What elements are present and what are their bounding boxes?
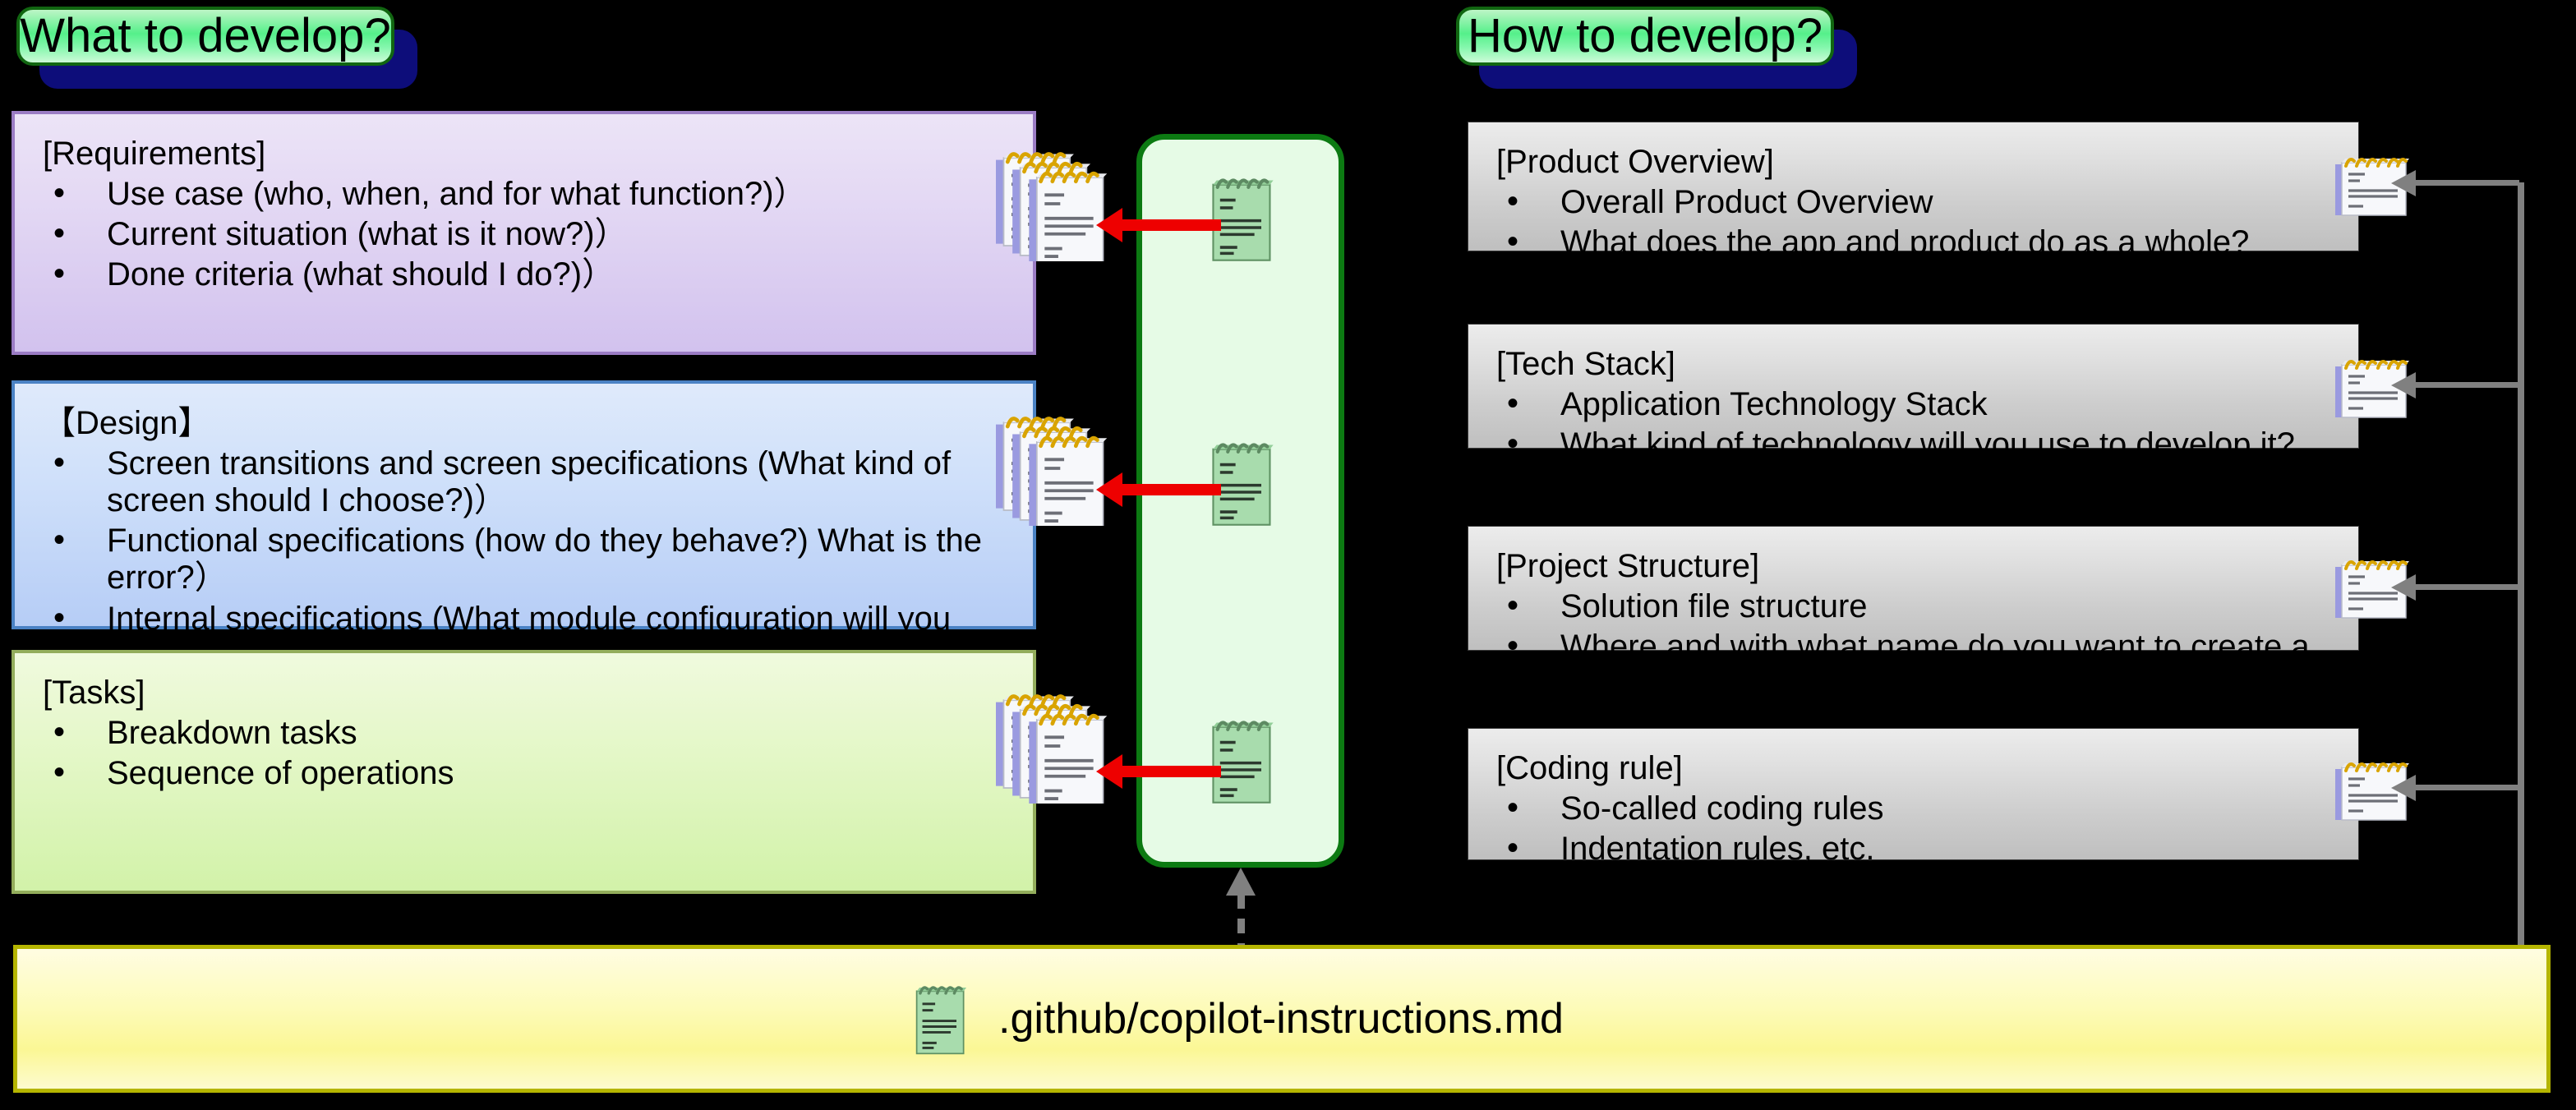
list-item: Where and with what name do you want to … [1496,628,2330,702]
notepad-green-icon-1 [1203,171,1282,265]
list-item: Overall Product Overview [1496,183,2330,221]
panel-bullet-list: Application Technology Stack What kind o… [1496,385,2330,463]
panel-title: [Project Structure] [1496,548,1760,584]
panel-tasks: [Tasks] Breakdown tasks Sequence of oper… [12,650,1036,894]
notepad-green-icon-2 [1203,435,1282,530]
header-pill-what-to-develop: What to develop? [16,7,417,89]
pill-body: How to develop? [1456,7,1834,66]
gray-arrow-product-overview [2391,170,2519,196]
panel-title: [Requirements] [43,136,266,172]
list-item: What does the app and product do as a wh… [1496,223,2330,261]
panel-bullet-list: Solution file structure Where and with w… [1496,587,2330,703]
header-left-label: What to develop? [20,9,391,62]
gray-arrow-project-structure [2391,574,2519,601]
list-item: Indentation rules, etc. [1496,830,2330,868]
list-item: Functional specifications (how do they b… [43,522,1005,596]
panel-requirements: [Requirements] Use case (who, when, and … [12,111,1036,355]
panel-design: 【Design】 Screen transitions and screen s… [12,380,1036,674]
notepad-green-icon-footer [915,986,968,1056]
red-arrow-requirements [1096,208,1221,242]
panel-project-structure: [Project Structure] Solution file struct… [1468,526,2359,702]
panel-title: [Product Overview] [1496,144,1774,180]
red-arrow-tasks [1096,754,1221,789]
panel-coding-rule: [Coding rule] So-called coding rules Ind… [1468,728,2359,867]
panel-title: [Coding rule] [1496,750,1683,786]
list-item: What kind of technology will you use to … [1496,426,2330,463]
panel-bullet-list: Breakdown tasks Sequence of operations [43,714,1005,792]
list-item: Use case (who, when, and for what functi… [43,175,1005,213]
panel-bullet-list: Overall Product Overview What does the a… [1496,183,2330,261]
red-arrow-design [1096,472,1221,507]
notepad-stack-icon-requirements [979,146,1127,261]
panel-bullet-list: Screen transitions and screen specificat… [43,444,1005,675]
gray-arrow-coding-rule [2391,775,2519,801]
list-item: Screen transitions and screen specificat… [43,444,1005,519]
panel-title: 【Design】 [43,405,211,441]
list-item: Solution file structure [1496,587,2330,625]
list-item: Current situation (what is it now?)） [43,215,1005,253]
notepad-stack-icon-design [979,411,1127,526]
panel-bullet-list: So-called coding rules Indentation rules… [1496,790,2330,868]
gray-connector-line [2518,182,2524,951]
list-item: Sequence of operations [43,754,1005,792]
header-right-label: How to develop? [1467,9,1823,62]
dashed-arrow-to-center-panel [1226,868,1256,945]
panel-title: [Tasks] [43,675,145,711]
list-item: Breakdown tasks [43,714,1005,752]
footer-file-name: .github/copilot-instructions.md [998,995,1564,1043]
list-item: Done criteria (what should I do?)） [43,256,1005,293]
panel-product-overview: [Product Overview] Overall Product Overv… [1468,122,2359,260]
list-item: Application Technology Stack [1496,385,2330,423]
panel-title: [Tech Stack] [1496,346,1675,382]
notepad-green-icon-3 [1203,713,1282,808]
footer-instructions-file-bar: .github/copilot-instructions.md [13,945,2551,1093]
panel-tech-stack: [Tech Stack] Application Technology Stac… [1468,324,2359,463]
list-item: So-called coding rules [1496,790,2330,827]
panel-bullet-list: Use case (who, when, and for what functi… [43,175,1005,294]
header-pill-how-to-develop: How to develop? [1456,7,1857,89]
gray-arrow-tech-stack [2391,372,2519,398]
pill-body: What to develop? [16,7,394,66]
